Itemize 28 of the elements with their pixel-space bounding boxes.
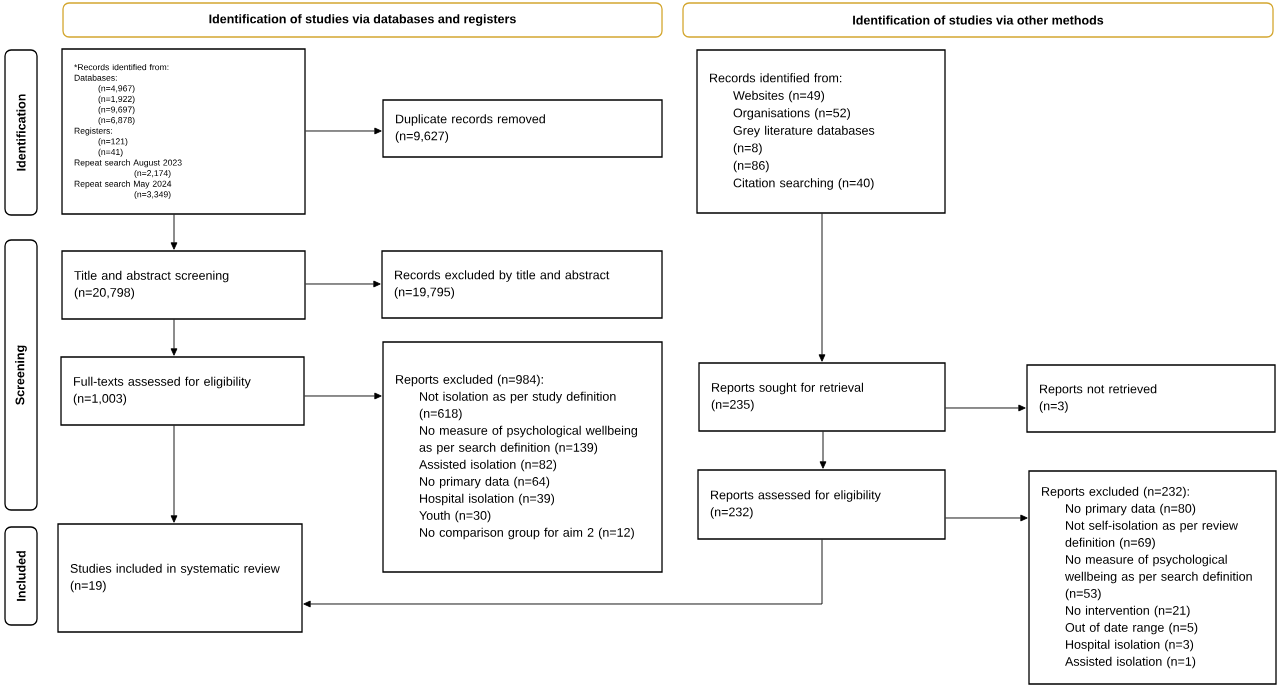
section-header: Identification of studies via other methods bbox=[682, 2, 1274, 38]
section-header: Identification of studies via databases and registers bbox=[62, 2, 663, 38]
process-box: Full-texts assessed for eligibility (n=1,003) bbox=[60, 356, 305, 426]
process-box: Reports assessed for eligibility (n=232) bbox=[697, 469, 946, 540]
exclusion-box: Reports excluded (n=984): Not isolation as per study definition (n=618) No measure of psychological wellbeing as per search definition (n=139) Assisted isolation (n=82) No primary data (n=64) Hospital isolation (n=39) Youth (n=30) No comparison group for aim 2 (n=12) bbox=[382, 341, 663, 573]
arrow bbox=[818, 213, 826, 362]
arrow bbox=[819, 431, 827, 469]
arrow bbox=[304, 392, 382, 400]
exclusion-box: Records excluded by title and abstract (n=19,795) bbox=[381, 250, 663, 319]
arrow bbox=[170, 319, 178, 356]
stage-label: Identification bbox=[4, 49, 38, 216]
process-box: Studies included in systematic review (n=19) bbox=[57, 523, 303, 633]
arrow bbox=[170, 214, 178, 250]
exclusion-box: Reports excluded (n=232): No primary data (n=80) Not self-isolation as per review definition (n=69) No measure of psychological wellbeing as per search definition (n=53) No intervention (n=21) Out of date range (n=5) Hospital isolation (n=3) Assisted isolation (n=1) bbox=[1028, 470, 1277, 685]
process-box: *Records identified from: Databases: (n=4,967) (n=1,922) (n=9,697) (n=6,878) Registers: (n=121) (n=41) Repeat search August 2023 (n=2,174) Repeat search May 2024 (n=3,349) bbox=[61, 48, 306, 215]
arrow bbox=[305, 280, 381, 288]
stage-label: Included bbox=[4, 526, 38, 626]
arrow bbox=[945, 404, 1026, 412]
arrow bbox=[303, 539, 823, 608]
arrow bbox=[305, 127, 382, 135]
arrow bbox=[945, 514, 1028, 522]
exclusion-box: Reports not retrieved (n=3) bbox=[1026, 364, 1276, 433]
process-box: Title and abstract screening (n=20,798) bbox=[61, 250, 306, 320]
process-box: Records identified from: Websites (n=49) Organisations (n=52) Grey literature databases (n=8) (n=86) Citation searching (n=40) bbox=[696, 49, 946, 214]
process-box: Duplicate records removed (n=9,627) bbox=[382, 99, 663, 158]
stage-label: Screening bbox=[4, 239, 38, 511]
arrow bbox=[170, 425, 178, 523]
process-box: Reports sought for retrieval (n=235) bbox=[698, 362, 946, 432]
